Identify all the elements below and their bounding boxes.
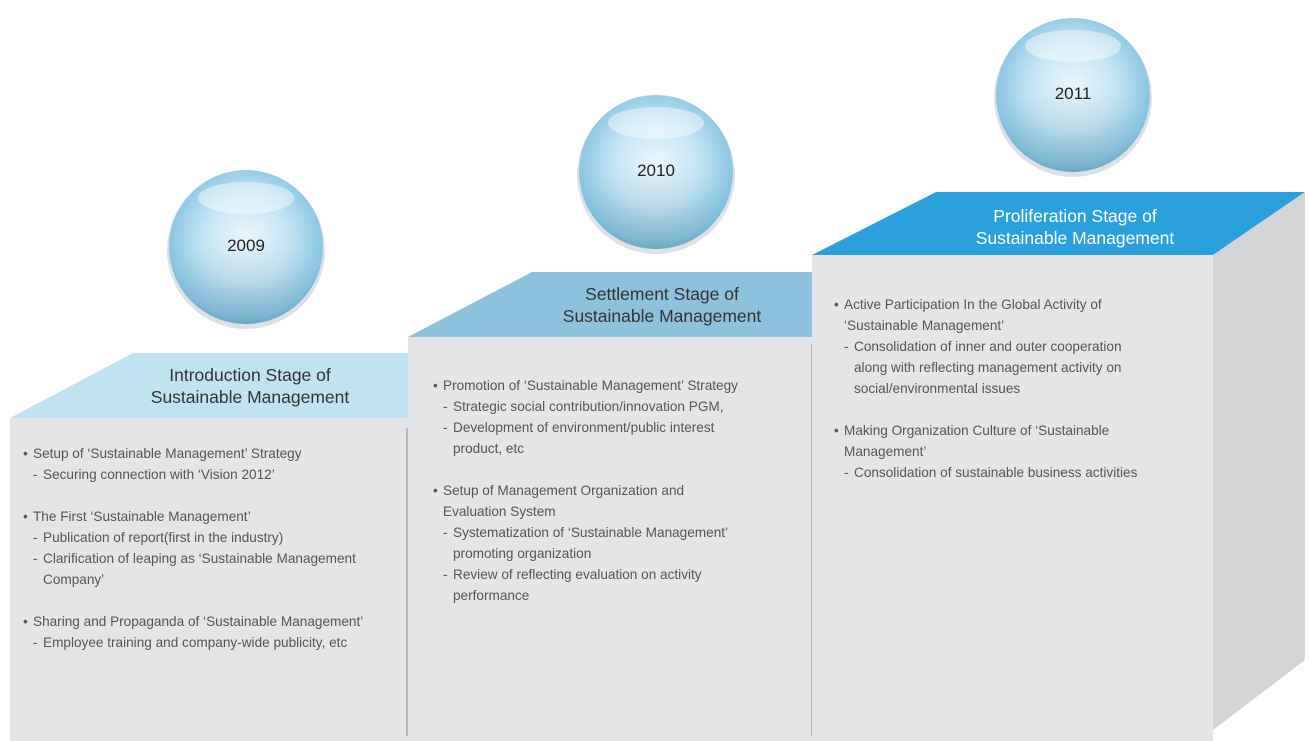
stage-title-2010-line1: Settlement Stage of [585,284,739,304]
bullet-item: Making Organization Culture of ‘Sustaina… [834,420,1209,462]
year-sphere-2009 [167,170,325,329]
bullet-item-line: Promotion of ‘Sustainable Management’ St… [443,378,738,393]
bullet-item: The First ‘Sustainable Management’ [23,506,407,527]
sub-item-line: Clarification of leaping as ‘Sustainable… [43,551,356,566]
bullet-item-line: The First ‘Sustainable Management’ [33,509,251,524]
year-label-2011: 2011 [1054,84,1092,103]
sub-item: Consolidation of inner and outer coopera… [834,336,1209,399]
sub-item-line: along with reflecting management activit… [854,360,1122,375]
stage-title-2011: Proliferation Stage of Sustainable Manag… [950,205,1200,249]
sub-item: Clarification of leaping as ‘Sustainable… [23,548,407,590]
sub-item-line: Publication of report(first in the indus… [43,530,284,545]
stage-title-2010: Settlement Stage of Sustainable Manageme… [537,283,787,327]
sub-item: Development of environment/public intere… [433,417,808,459]
bullet-item: Active Participation In the Global Activ… [834,294,1209,336]
sub-item: Securing connection with ‘Vision 2012’ [23,464,407,485]
sub-item-line: Consolidation of sustainable business ac… [854,465,1138,480]
stage-title-2011-line2: Sustainable Management [975,228,1175,248]
sub-item-line: Systematization of ‘Sustainable Manageme… [453,525,729,540]
year-label-2009: 2009 [227,236,265,255]
bullet-item-line: Setup of ‘Sustainable Management’ Strate… [33,446,302,461]
stage-title-2009-line2: Sustainable Management [150,387,350,407]
item-group-gap [23,590,407,611]
item-group-gap [834,399,1209,420]
bullet-item: Setup of Management Organization andEval… [433,480,808,522]
sub-item: Consolidation of sustainable business ac… [834,462,1209,483]
sub-item-line: Employee training and company-wide publi… [43,635,348,650]
sub-item-line: Consolidation of inner and outer coopera… [854,339,1122,354]
stage-2009-items: Setup of ‘Sustainable Management’ Strate… [23,443,407,653]
bullet-item-line: Setup of Management Organization and [443,483,685,498]
bullet-item-line: ‘Sustainable Management’ [844,318,1005,333]
sub-item-line: Strategic social contribution/innovation… [453,399,724,414]
year-sphere-2010 [577,95,735,254]
year-label-2010: 2010 [637,161,675,180]
stage-2011-items: Active Participation In the Global Activ… [834,294,1209,483]
bullet-item: Promotion of ‘Sustainable Management’ St… [433,375,808,396]
sub-item-line: promoting organization [453,546,592,561]
stage-title-2010-line2: Sustainable Management [562,306,762,326]
bullet-item-line: Active Participation In the Global Activ… [844,297,1102,312]
bullet-item: Sharing and Propaganda of ‘Sustainable M… [23,611,407,632]
stage-2009-top [10,353,408,418]
stage-2011-side [1213,192,1305,730]
sub-item-line: social/environmental issues [854,381,1021,396]
stage-title-2009: Introduction Stage of Sustainable Manage… [130,364,370,408]
sub-item-line: product, etc [453,441,525,456]
year-sphere-2011 [994,18,1152,177]
stage-2010-top [408,272,812,337]
sub-item-line: performance [453,588,530,603]
item-group-gap [23,485,407,506]
stage-title-2011-line1: Proliferation Stage of [993,206,1157,226]
item-group-gap [433,459,808,480]
bullet-item-line: Management’ [844,444,927,459]
sub-item: Employee training and company-wide publi… [23,632,407,653]
sub-item: Review of reflecting evaluation on activ… [433,564,808,606]
sub-item: Systematization of ‘Sustainable Manageme… [433,522,808,564]
stage-2010-items: Promotion of ‘Sustainable Management’ St… [433,375,808,606]
bullet-item-line: Sharing and Propaganda of ‘Sustainable M… [33,614,364,629]
sub-item-line: Development of environment/public intere… [453,420,715,435]
bullet-item-line: Making Organization Culture of ‘Sustaina… [844,423,1110,438]
sub-item: Publication of report(first in the indus… [23,527,407,548]
sub-item-line: Review of reflecting evaluation on activ… [453,567,702,582]
sub-item: Strategic social contribution/innovation… [433,396,808,417]
bullet-item: Setup of ‘Sustainable Management’ Strate… [23,443,407,464]
stage-title-2009-line1: Introduction Stage of [169,365,331,385]
stage-2011-top [812,192,1305,255]
sub-item-line: Company’ [43,572,105,587]
sub-item-line: Securing connection with ‘Vision 2012’ [43,467,275,482]
bullet-item-line: Evaluation System [443,504,556,519]
